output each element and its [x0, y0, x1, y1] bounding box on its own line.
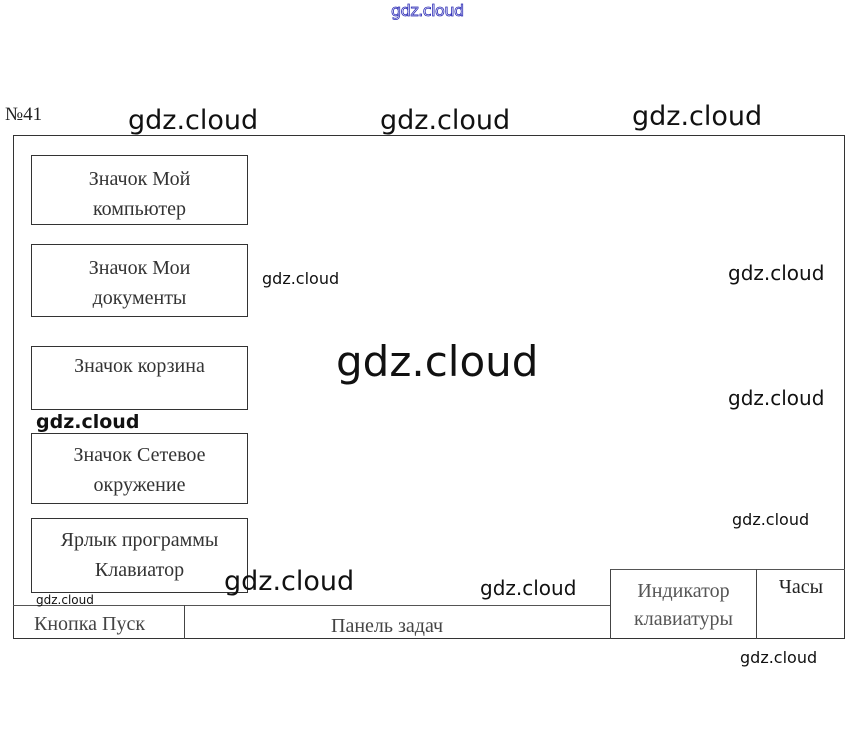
start-button[interactable]: Кнопка Пуск — [34, 613, 146, 635]
watermark: gdz.cloud — [480, 576, 577, 600]
desktop-icon-my-computer[interactable]: Значок Мой компьютер — [31, 155, 248, 225]
icon-label-line2: окружение — [93, 474, 186, 496]
icon-label-line1: Значок корзина — [74, 355, 205, 377]
watermark: gdz.cloud — [36, 593, 94, 607]
icon-label-line1: Значок Сетевое — [73, 444, 206, 466]
watermark: gdz.cloud — [632, 101, 763, 132]
watermark: gdz.cloud — [740, 648, 818, 667]
watermark: gdz.cloud — [728, 261, 825, 285]
clock[interactable]: Часы — [757, 569, 845, 639]
desktop-shortcut-klaviator[interactable]: Ярлык программы Клавиатор — [31, 518, 248, 593]
watermark: gdz.cloud — [224, 566, 355, 597]
desktop-icon-my-documents[interactable]: Значок Мои документы — [31, 244, 248, 317]
problem-number: №41 — [5, 104, 43, 125]
watermark: gdz.cloud — [380, 105, 511, 136]
icon-label-line2: Клавиатор — [94, 559, 185, 581]
desktop-icon-recycle-bin[interactable]: Значок корзина — [31, 346, 248, 410]
watermark: gdz.cloud — [36, 411, 140, 433]
icon-label-line1: Значок Мой — [88, 168, 191, 190]
keyboard-indicator[interactable]: Индикатор клавиатуры — [610, 569, 757, 639]
taskbar-divider — [184, 605, 186, 639]
watermark: gdz.cloud — [128, 105, 259, 136]
watermark: gdz.cloud — [262, 269, 340, 288]
keyboard-indicator-line2: клавиатуры — [634, 608, 733, 630]
desktop-frame — [13, 135, 845, 639]
icon-label-line2: документы — [92, 287, 187, 309]
keyboard-indicator-line1: Индикатор — [637, 580, 730, 602]
watermark: gdz.cloud — [728, 386, 825, 410]
watermark-top: gdz.cloud — [391, 1, 465, 20]
taskbar — [13, 605, 610, 639]
desktop-icon-network[interactable]: Значок Сетевое окружение — [31, 433, 248, 504]
icon-label-line2: компьютер — [92, 198, 187, 220]
task-panel[interactable]: Панель задач — [331, 615, 444, 637]
icon-label-line1: Ярлык программы — [60, 529, 219, 551]
watermark: gdz.cloud — [732, 510, 810, 529]
icon-label-line1: Значок Мои — [88, 257, 191, 279]
watermark: gdz.cloud — [336, 337, 539, 386]
